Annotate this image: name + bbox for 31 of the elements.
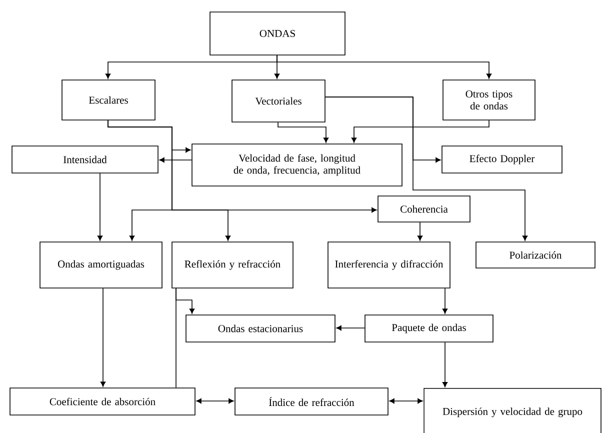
arrow (278, 122, 329, 143)
concept-box: Ondas amortiguadas (40, 242, 162, 288)
arrow (325, 96, 528, 241)
concept-box: Intensidad (12, 146, 158, 174)
arrow (159, 157, 192, 163)
concept-box: Interferencia y difracción (328, 242, 450, 288)
concept-box: Coeficiente de absorción (10, 388, 196, 416)
arrow (442, 342, 448, 388)
arrow (351, 120, 490, 143)
concept-box: Polarización (476, 242, 596, 268)
arrow (389, 398, 423, 404)
arrow (336, 325, 365, 331)
concept-box: Paquete de ondas (364, 314, 494, 342)
arrow (100, 288, 106, 387)
arrow (97, 173, 103, 241)
arrow (276, 55, 492, 79)
concept-box: Ondas estacionarius (186, 314, 336, 342)
arrow (196, 398, 234, 404)
arrow (417, 222, 423, 241)
concept-box: Efecto Doppler (442, 146, 562, 174)
concept-box: Vectoriales (232, 80, 326, 122)
concept-box: Otros tipos de ondas (442, 80, 536, 120)
arrow (108, 120, 231, 241)
concept-box: Reflexión y refracción (172, 242, 294, 288)
concept-box: Escalares (62, 80, 156, 120)
arrow (442, 288, 448, 314)
concept-box: Coherencia (378, 196, 470, 222)
concept-box: Velocidad de fase, longitud de onda, frecuencia, amplitud (192, 144, 402, 186)
concept-box: Dispersión y velocidad de grupo (424, 388, 602, 433)
concept-box: ONDAS (210, 12, 346, 56)
concept-box: Índice de refracción (234, 388, 388, 416)
